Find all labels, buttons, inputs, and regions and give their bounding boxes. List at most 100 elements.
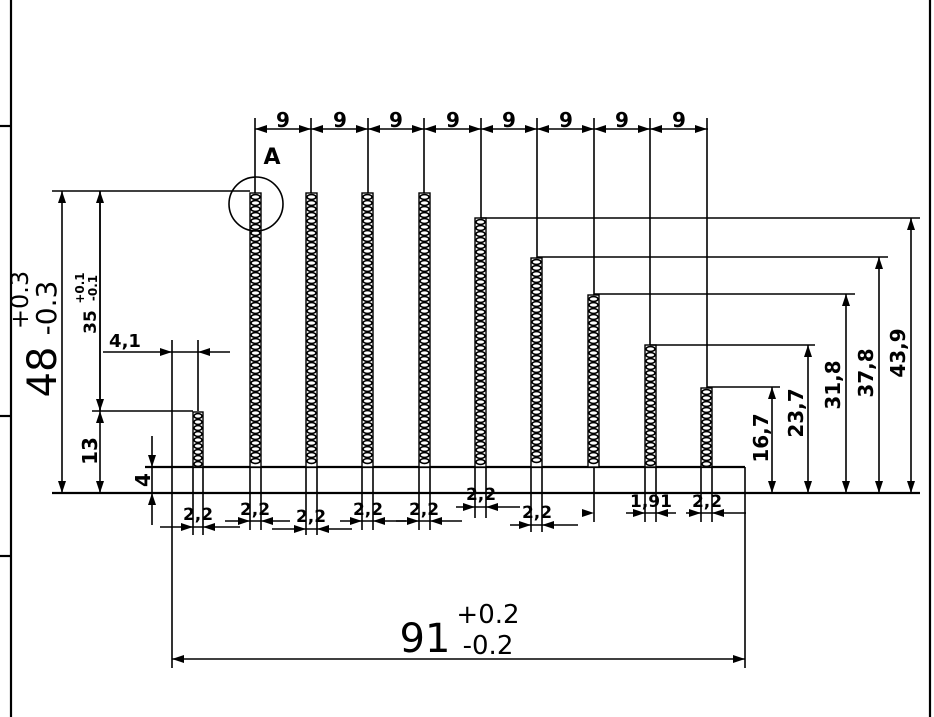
arrowhead (582, 509, 594, 517)
serration-mark (531, 366, 542, 374)
fin-thickness-2: 2,2 (240, 500, 270, 520)
serration-mark (306, 349, 317, 357)
serration-mark (306, 403, 317, 411)
arrowhead (424, 125, 436, 133)
serration-mark (419, 283, 430, 291)
overall-height-nominal: 48 (20, 347, 66, 398)
arrowhead (463, 503, 475, 511)
serration-mark (306, 277, 317, 285)
serration-mark (475, 446, 486, 454)
serration-mark (701, 430, 712, 438)
serration-mark (250, 193, 261, 201)
serration-mark (645, 399, 656, 407)
serration-mark (645, 357, 656, 365)
serration-mark (362, 199, 373, 207)
serration-mark (645, 441, 656, 449)
serration-mark (306, 217, 317, 225)
tall-fin-height-lower: -0.1 (86, 275, 100, 301)
serration-mark (475, 320, 486, 328)
serration-mark (306, 385, 317, 393)
arrowhead (350, 517, 362, 525)
serration-mark (362, 295, 373, 303)
serration-mark (475, 428, 486, 436)
serration-mark (362, 403, 373, 411)
right-height-5: 43,9 (886, 328, 910, 377)
arrowhead (633, 509, 645, 517)
serration-mark (193, 418, 203, 426)
serration-mark (475, 374, 486, 382)
serration-mark (701, 394, 712, 402)
serration-mark (250, 391, 261, 399)
fin-thickness-6: 2,2 (466, 485, 496, 505)
serration-mark (250, 235, 261, 243)
serration-mark (193, 442, 203, 450)
serration-mark (475, 308, 486, 316)
arrowhead (255, 125, 267, 133)
serration-mark (588, 349, 599, 357)
serration-mark (531, 300, 542, 308)
serration-mark (701, 442, 712, 450)
serration-mark (362, 193, 373, 201)
serration-mark (475, 224, 486, 232)
serration-mark (645, 393, 656, 401)
serration-mark (250, 295, 261, 303)
serration-mark (362, 379, 373, 387)
serration-mark (419, 433, 430, 441)
serration-mark (362, 211, 373, 219)
serration-mark (250, 307, 261, 315)
serration-mark (475, 218, 486, 226)
serration-mark (419, 457, 430, 465)
serration-mark (419, 367, 430, 375)
serration-mark (419, 247, 430, 255)
serration-mark (306, 415, 317, 423)
serration-mark (701, 400, 712, 408)
serration-mark (531, 456, 542, 464)
serration-mark (419, 259, 430, 267)
serration-mark (701, 424, 712, 432)
right-dimensions: 16,7 23,7 31,8 37,8 43,9 (481, 217, 920, 493)
arrowhead (582, 125, 594, 133)
serration-mark (531, 390, 542, 398)
serration-mark (306, 373, 317, 381)
arrowhead (907, 481, 915, 493)
serration-mark (193, 424, 203, 432)
arrowhead (804, 345, 812, 357)
arrowhead (486, 503, 498, 511)
serration-mark (588, 373, 599, 381)
arrowhead (299, 125, 311, 133)
serration-mark (250, 199, 261, 207)
serration-mark (531, 264, 542, 272)
base-thickness-label: 4 (131, 473, 155, 487)
serration-mark (362, 367, 373, 375)
serration-mark (701, 418, 712, 426)
arrowhead (656, 509, 668, 517)
serration-mark (475, 434, 486, 442)
arrowhead (638, 125, 650, 133)
serration-mark (250, 445, 261, 453)
serration-mark (419, 307, 430, 315)
serration-mark (588, 337, 599, 345)
serration-mark (306, 307, 317, 315)
serration-mark (588, 319, 599, 327)
serration-mark (645, 363, 656, 371)
serration-mark (531, 378, 542, 386)
arrowhead (96, 191, 104, 203)
serration-mark (193, 430, 203, 438)
serration-mark (475, 296, 486, 304)
arrowhead (58, 481, 66, 493)
serration-mark (250, 277, 261, 285)
serration-mark (250, 247, 261, 255)
serration-mark (531, 276, 542, 284)
serration-mark (250, 259, 261, 267)
serration-mark (250, 451, 261, 459)
serration-mark (362, 319, 373, 327)
serration-mark (531, 396, 542, 404)
serration-mark (306, 223, 317, 231)
serration-mark (362, 409, 373, 417)
serration-mark (419, 331, 430, 339)
serration-mark (250, 205, 261, 213)
serration-mark (419, 439, 430, 447)
serration-mark (475, 422, 486, 430)
serration-mark (306, 289, 317, 297)
